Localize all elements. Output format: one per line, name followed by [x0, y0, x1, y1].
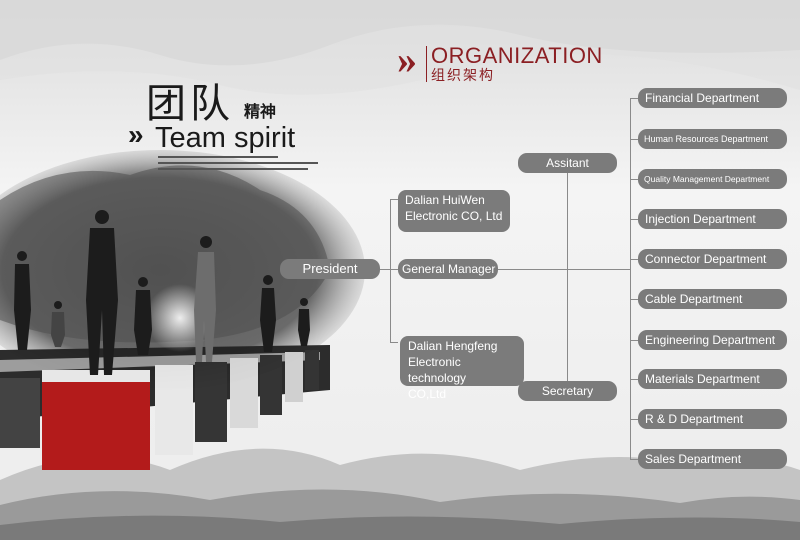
- general-manager-node: General Manager: [398, 259, 498, 279]
- dept-tick: [630, 259, 638, 260]
- company-hengfeng-node: Dalian Hengfeng Electronic technology CO…: [400, 336, 524, 401]
- dept-tick: [630, 98, 638, 99]
- connector-company-vertical: [390, 199, 391, 343]
- hero-title-en: Team spirit: [155, 122, 296, 154]
- dept-injection: Injection Department: [638, 209, 787, 229]
- org-title-en: ORGANIZATION: [431, 43, 603, 68]
- org-header-chevrons: »: [397, 37, 417, 82]
- connector-gm-departments: [497, 269, 630, 270]
- dept-tick: [630, 219, 638, 220]
- dept-tick: [630, 459, 638, 460]
- dept-sales: Sales Department: [638, 449, 787, 469]
- company-huiwen-line1: Dalian HuiWen: [405, 193, 485, 207]
- dept-tick: [630, 379, 638, 380]
- connector-assistant-secretary: [567, 173, 568, 383]
- header-divider: [426, 46, 427, 82]
- connector-president-gm: [378, 269, 400, 270]
- org-title-cn: 组织架构: [431, 67, 495, 83]
- hero-chevron: »: [128, 119, 144, 150]
- hero-title-cn-large: 团队: [146, 81, 234, 127]
- dept-engineering: Engineering Department: [638, 330, 787, 350]
- dept-tick: [630, 340, 638, 341]
- dept-human-resources: Human Resources Department: [638, 129, 787, 149]
- president-node: President: [280, 259, 380, 279]
- connector-company1: [390, 199, 398, 200]
- company-hengfeng-line1: Dalian Hengfeng: [408, 339, 498, 353]
- hero-title-cn-small: 精神: [244, 104, 277, 121]
- dept-tick: [630, 179, 638, 180]
- company-huiwen-node: Dalian HuiWen Electronic CO, Ltd: [398, 190, 510, 232]
- dept-connector: Connector Department: [638, 249, 787, 269]
- dept-tick: [630, 139, 638, 140]
- dept-tick: [630, 299, 638, 300]
- secretary-node: Secretary: [518, 381, 617, 401]
- connector-company2: [390, 342, 398, 343]
- dept-materials: Materials Department: [638, 369, 787, 389]
- company-hengfeng-line3: CO,Ltd: [408, 387, 447, 401]
- dept-tick: [630, 419, 638, 420]
- company-hengfeng-line2: Electronic technology: [408, 355, 467, 385]
- dept-rnd: R & D Department: [638, 409, 787, 429]
- dept-cable: Cable Department: [638, 289, 787, 309]
- connector-departments-vertical: [630, 98, 631, 460]
- dept-quality-management: Quality Management Department: [638, 169, 787, 189]
- dept-financial: Financial Department: [638, 88, 787, 108]
- assistant-node: Assitant: [518, 153, 617, 173]
- company-huiwen-line2: Electronic CO, Ltd: [405, 209, 503, 223]
